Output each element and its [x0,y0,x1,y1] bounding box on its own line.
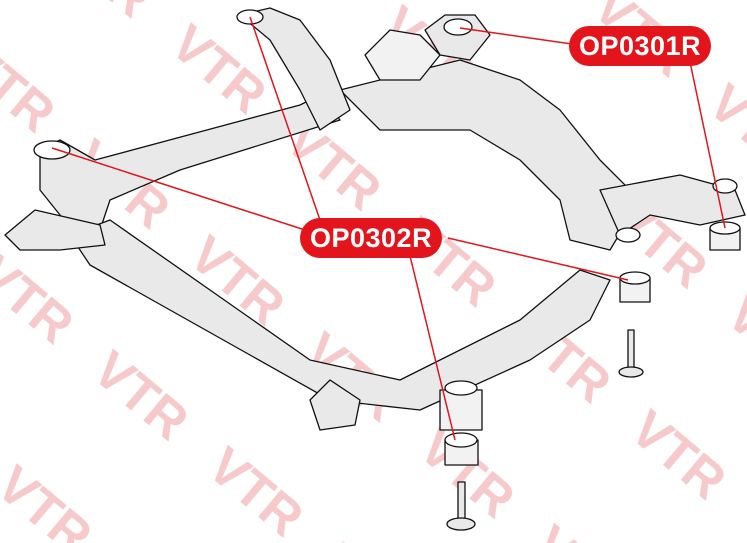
part-label-op0301r: OP0301R [569,26,712,66]
leader-lines [51,16,726,441]
subframe [4,7,746,531]
part-label-op0302r: OP0302R [300,218,443,258]
